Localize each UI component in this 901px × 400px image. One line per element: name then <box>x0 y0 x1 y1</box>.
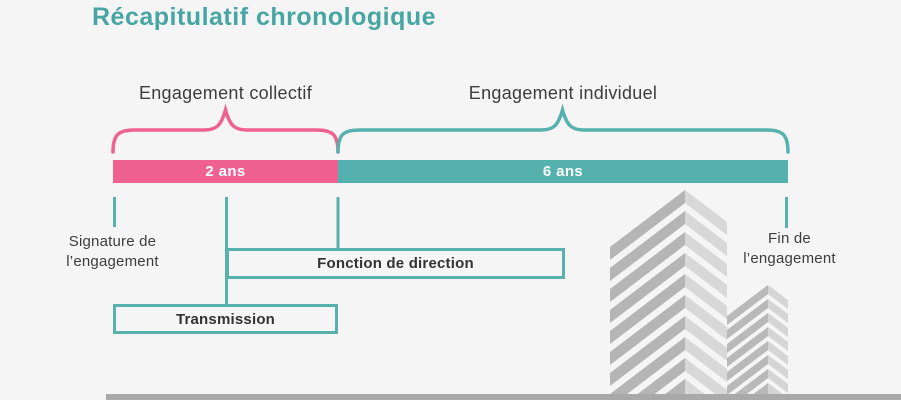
event-box-fonction-de-direction: Fonction de direction <box>226 248 565 279</box>
brace-collectif <box>111 103 340 154</box>
phase-label-individuel: Engagement individuel <box>468 83 658 103</box>
duration-label-collectif: 2 ans <box>205 163 246 180</box>
page-title: Récapitulatif chronologique <box>92 3 437 31</box>
milestone-line: l’engagement <box>66 253 159 270</box>
brace-individuel <box>336 103 790 154</box>
timeline-bar-collectif: 2 ans <box>113 160 338 183</box>
milestone-line: Fin de <box>768 230 811 247</box>
milestone-fin: Fin de l’engagement <box>712 229 867 269</box>
event-label: Transmission <box>175 310 276 328</box>
duration-label-individuel: 6 ans <box>542 163 584 180</box>
ground-line <box>106 394 901 400</box>
milestone-line: l’engagement <box>743 250 836 267</box>
milestone-signature: Signature de l’engagement <box>35 232 190 272</box>
phase-label-collectif: Engagement collectif <box>138 83 313 103</box>
timeline-bar-individuel: 6 ans <box>338 160 788 183</box>
buildings-illustration <box>610 190 788 394</box>
event-box-transmission: Transmission <box>113 304 338 334</box>
event-label: Fonction de direction <box>317 255 474 272</box>
milestone-line: Signature de <box>68 233 157 250</box>
